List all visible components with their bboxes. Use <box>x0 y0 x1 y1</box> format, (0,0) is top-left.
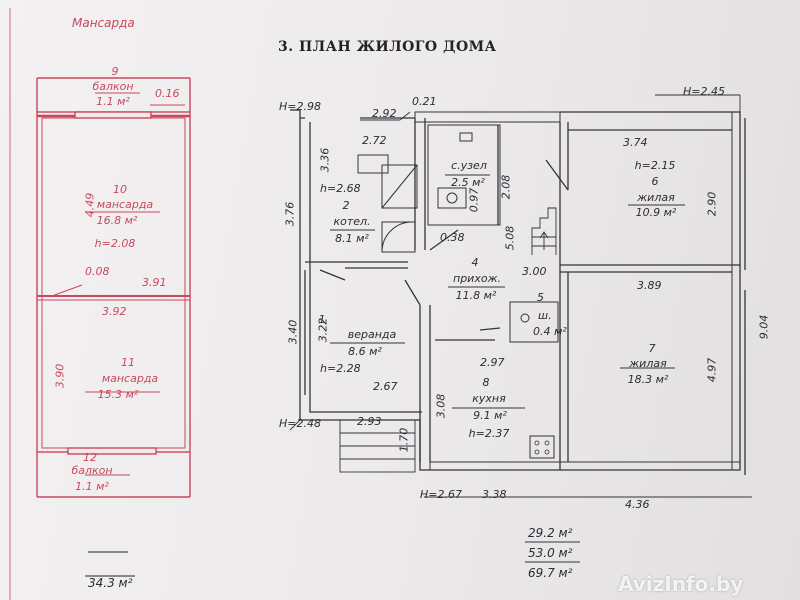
dim-170: 1.70 <box>397 427 411 453</box>
dim-097: 0.97 <box>467 187 481 213</box>
room-3-name: с.узел <box>451 159 487 172</box>
room-6-area: 10.9 м² <box>635 206 677 219</box>
height-tl: H=2.98 <box>279 100 321 113</box>
room-8-height: h=2.37 <box>468 427 510 440</box>
dim-449: 4.49 <box>83 192 97 218</box>
room-2-height: h=2.68 <box>320 182 361 195</box>
balcony-9-area: 1.1 м² <box>96 95 130 108</box>
total-area-1: 29.2 м² <box>528 526 573 540</box>
balcony-9-number: 9 <box>111 65 119 78</box>
dim-391: 3.91 <box>142 276 167 289</box>
balcony-12-name: балкон <box>71 464 113 477</box>
dim-290: 2.90 <box>705 191 719 217</box>
room-8-number: 8 <box>482 376 490 389</box>
room-6-height: h=2.15 <box>634 159 676 172</box>
dim-436: 4.36 <box>625 498 650 511</box>
room-2-name: котел. <box>333 215 371 228</box>
height-b: H=2.67 <box>420 488 462 501</box>
dim-336: 3.36 <box>318 147 332 173</box>
dim-338: 3.38 <box>482 488 507 501</box>
room-5-area: 0.4 м² <box>533 325 567 338</box>
balcony-9-name: балкон <box>92 80 134 93</box>
room-1-area: 8.6 м² <box>348 345 382 358</box>
mansard-title: Мансарда <box>72 16 135 30</box>
room-5-number: 5 <box>537 291 544 304</box>
room-6-number: 6 <box>651 175 659 188</box>
dim-208: 2.08 <box>499 174 513 200</box>
dim-497: 4.97 <box>705 357 719 383</box>
height-bl: H=2.48 <box>279 417 321 430</box>
dim-038: 0.38 <box>440 231 465 244</box>
dim-300: 3.00 <box>522 265 547 278</box>
dim-267: 2.67 <box>373 380 398 393</box>
room-1-number: 1 <box>318 313 326 326</box>
mansard-plan <box>9 8 191 600</box>
room-11-area: 15.3 м² <box>97 388 139 401</box>
room-7-number: 7 <box>648 342 656 355</box>
mansard-total-area: 34.3 м² <box>88 576 133 590</box>
room-7-area: 18.3 м² <box>627 373 669 386</box>
balcony-12-area: 1.1 м² <box>75 480 109 493</box>
room-8-name: кухня <box>472 392 506 405</box>
total-area-2: 53.0 м² <box>528 546 573 560</box>
room-6-name: жилая <box>637 191 675 204</box>
room-2-area: 8.1 м² <box>335 232 369 245</box>
room-7-name: жилая <box>629 357 667 370</box>
room-2-number: 2 <box>342 199 350 212</box>
balcony-12-number: 12 <box>83 451 97 464</box>
room-10-height: h=2.08 <box>94 237 136 250</box>
room-10-number: 10 <box>113 183 127 196</box>
total-area-3: 69.7 м² <box>528 566 573 580</box>
room-4-number: 4 <box>471 256 479 269</box>
dim-340: 3.40 <box>286 319 300 345</box>
room-3-area: 2.5 м² <box>451 176 485 189</box>
dim-389: 3.89 <box>637 279 662 292</box>
dim-374: 3.74 <box>623 136 648 149</box>
room-10-name: мансарда <box>96 198 154 211</box>
room-1-name: веранда <box>347 328 397 341</box>
dim-021: 0.21 <box>412 95 437 108</box>
dim-508: 5.08 <box>503 225 517 251</box>
dim-293: 2.93 <box>357 415 382 428</box>
dim-308: 3.08 <box>434 393 448 419</box>
dim-390: 3.90 <box>53 363 67 389</box>
room-1-height: h=2.28 <box>320 362 361 375</box>
dim-376: 3.76 <box>283 201 297 227</box>
room-10-area: 16.8 м² <box>96 214 138 227</box>
page-title: 3. ПЛАН ЖИЛОГО ДОМА <box>278 39 497 55</box>
dim-297: 2.97 <box>480 356 505 369</box>
room-11-name: мансарда <box>101 372 159 385</box>
room-4-name: прихож. <box>453 272 501 285</box>
room-5-name: ш. <box>538 309 552 322</box>
dim-392: 3.92 <box>102 305 127 318</box>
room-11-number: 11 <box>121 356 135 369</box>
dim-272: 2.72 <box>362 134 387 147</box>
dim-008: 0.08 <box>85 265 110 278</box>
dim-904: 9.04 <box>757 314 771 340</box>
dim-016: 0.16 <box>155 87 180 100</box>
room-4-area: 11.8 м² <box>455 289 497 302</box>
house-plan <box>289 94 752 563</box>
watermark: AvizInfo.by <box>618 572 744 596</box>
dim-292: 2.92 <box>372 107 397 120</box>
room-8-area: 9.1 м² <box>473 409 507 422</box>
height-tr: H=2.45 <box>683 85 725 98</box>
